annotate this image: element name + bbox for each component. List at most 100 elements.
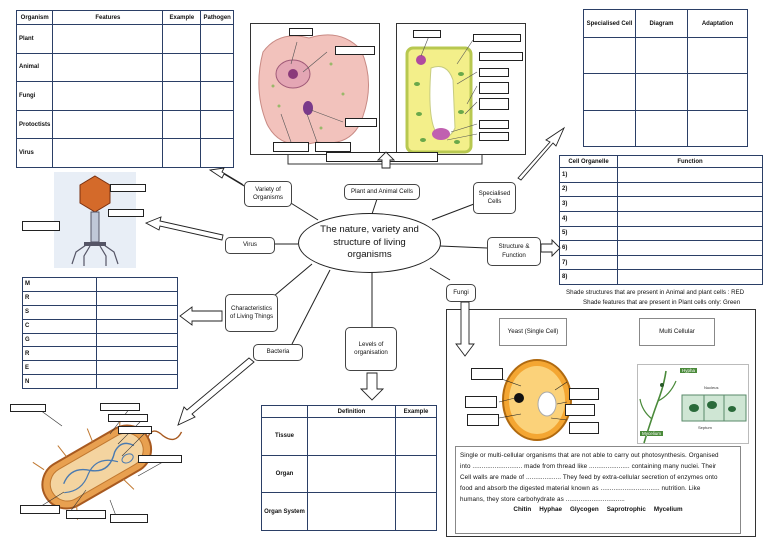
features-cell[interactable] — [52, 138, 164, 168]
definition-cell[interactable] — [307, 454, 396, 494]
example-cell[interactable] — [395, 454, 437, 494]
animal-label-box[interactable] — [289, 28, 313, 36]
example-cell[interactable] — [395, 417, 437, 456]
organelle-header: Cell Organelle — [559, 155, 618, 168]
meaning-cell[interactable] — [96, 304, 178, 320]
table-cell[interactable] — [687, 109, 748, 148]
function-cell[interactable] — [617, 240, 763, 256]
node-virus[interactable]: Virus — [225, 237, 275, 254]
table-cell[interactable] — [635, 109, 688, 148]
plant-label-box[interactable] — [479, 82, 509, 94]
node-variety[interactable]: Variety of Organisms — [244, 181, 292, 207]
plant-label-box[interactable] — [479, 68, 509, 77]
table-cell[interactable] — [583, 73, 636, 111]
organelle-table: Cell Organelle Function 1) 2) 3) 4) 5) 6… — [559, 155, 763, 285]
passage-line: Single or multi-cellular organisms that … — [460, 452, 719, 459]
yeast-label-box[interactable] — [569, 422, 599, 434]
bacteria-label-box[interactable] — [100, 403, 140, 411]
features-cell[interactable] — [52, 24, 164, 54]
table-cell[interactable] — [687, 36, 748, 75]
example-cell[interactable] — [162, 52, 202, 83]
bacteria-label-box[interactable] — [20, 505, 60, 514]
table-cell[interactable] — [583, 109, 636, 148]
yeast-label-box[interactable] — [471, 368, 503, 380]
pathogen-cell[interactable] — [200, 52, 234, 83]
plant-cell-diagram — [405, 35, 478, 154]
hyphae-micrograph: Hypha Mycelium Nucleus Septum — [637, 364, 749, 444]
corner-cell — [261, 405, 308, 418]
example-cell[interactable] — [162, 109, 202, 140]
function-cell[interactable] — [617, 269, 763, 285]
virus-label-box[interactable] — [108, 209, 144, 217]
features-cell[interactable] — [52, 81, 164, 111]
function-cell[interactable] — [617, 167, 763, 183]
meaning-cell[interactable] — [96, 290, 178, 306]
function-cell[interactable] — [617, 254, 763, 271]
yeast-label-box[interactable] — [569, 388, 599, 400]
animal-label-box[interactable] — [273, 142, 309, 152]
meaning-cell[interactable] — [96, 346, 178, 362]
example-cell[interactable] — [162, 24, 202, 54]
organelle-row-label: 5) — [559, 225, 618, 242]
meaning-cell[interactable] — [96, 374, 178, 389]
yeast-label-box[interactable] — [467, 414, 499, 426]
pathogen-cell[interactable] — [200, 81, 234, 111]
features-cell[interactable] — [52, 52, 164, 83]
bacteria-label-box[interactable] — [138, 455, 182, 463]
virus-label-box[interactable] — [22, 221, 60, 231]
function-cell[interactable] — [617, 181, 763, 198]
definition-cell[interactable] — [307, 417, 396, 456]
example-cell[interactable] — [162, 81, 202, 111]
bacteria-label-box[interactable] — [110, 514, 148, 523]
bacteria-label-box[interactable] — [108, 414, 148, 422]
bacteria-label-box[interactable] — [118, 426, 152, 434]
node-structure-function[interactable]: Structure & Function — [487, 237, 541, 266]
organelle-row-label: 1) — [559, 167, 618, 183]
animal-label-box[interactable] — [345, 118, 377, 127]
pathogen-cell[interactable] — [200, 109, 234, 140]
plant-label-box[interactable] — [479, 132, 509, 141]
animal-label-box[interactable] — [335, 46, 375, 55]
function-cell[interactable] — [617, 225, 763, 242]
bacteria-label-box[interactable] — [10, 404, 46, 412]
virus-label-box[interactable] — [110, 184, 146, 192]
function-cell[interactable] — [617, 196, 763, 212]
node-plant-animal-cells[interactable]: Plant and Animal Cells — [344, 184, 420, 200]
node-levels[interactable]: Levels of organisation — [345, 327, 397, 371]
function-cell[interactable] — [617, 210, 763, 227]
node-fungi[interactable]: Fungi — [446, 284, 476, 302]
table-cell[interactable] — [687, 73, 748, 111]
cells-answer-box[interactable] — [326, 152, 438, 162]
bacteria-label-box[interactable] — [66, 510, 106, 519]
meaning-cell[interactable] — [96, 360, 178, 376]
node-specialised-cells[interactable]: Specialised Cells — [473, 182, 516, 214]
meaning-cell[interactable] — [96, 277, 178, 292]
plant-label-box[interactable] — [479, 52, 523, 61]
plant-label-box[interactable] — [479, 120, 509, 129]
definition-cell[interactable] — [307, 492, 396, 531]
pathogen-cell[interactable] — [200, 24, 234, 54]
yeast-label-box[interactable] — [465, 396, 497, 408]
table-cell[interactable] — [583, 36, 636, 75]
yeast-label-box[interactable] — [565, 404, 595, 416]
animal-cell-diagram — [258, 34, 370, 146]
organism-header: Organism — [15, 10, 54, 25]
animal-label-box[interactable] — [315, 142, 351, 152]
features-cell[interactable] — [52, 109, 164, 140]
table-cell[interactable] — [635, 73, 688, 111]
node-bacteria[interactable]: Bacteria — [253, 344, 303, 361]
word-hyphae: Hyphae — [539, 506, 562, 514]
plant-label-box[interactable] — [479, 98, 509, 110]
letter-cell: N — [22, 374, 97, 389]
node-characteristics[interactable]: Characteristics of Living Things — [225, 294, 278, 332]
meaning-cell[interactable] — [96, 318, 178, 334]
table-cell[interactable] — [635, 36, 688, 75]
meaning-cell[interactable] — [96, 332, 178, 348]
example-cell[interactable] — [162, 138, 202, 168]
central-topic-text: The nature, variety and structure of liv… — [320, 223, 419, 261]
specialised-cell-header: Specialised Cell — [583, 9, 636, 38]
example-cell[interactable] — [395, 492, 437, 531]
pathogen-cell[interactable] — [200, 138, 234, 168]
plant-label-box[interactable] — [413, 30, 441, 38]
plant-label-box[interactable] — [473, 34, 521, 42]
